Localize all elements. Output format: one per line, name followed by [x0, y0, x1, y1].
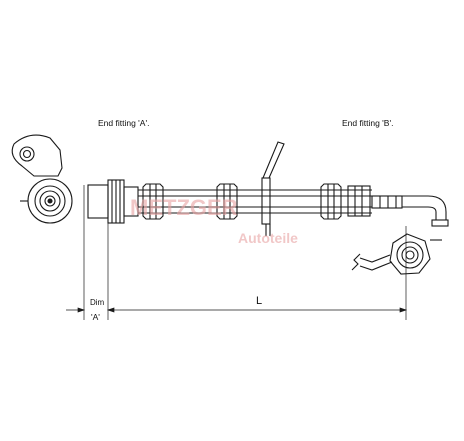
banjo-eye-fitting — [11, 134, 63, 177]
dim-label: Dim — [90, 298, 105, 307]
end-fitting-a-label: End fitting 'A'. — [98, 118, 149, 128]
dimension-lines — [66, 185, 408, 320]
fitting-b-pipe — [371, 195, 449, 227]
watermark-sub: Autoteile — [238, 230, 298, 246]
fitting-a-nut — [87, 179, 139, 224]
mounting-bracket — [261, 141, 285, 236]
end-fitting-b-label: End fitting 'B'. — [342, 118, 393, 128]
hose-body — [138, 189, 372, 214]
crimp-collars — [142, 183, 371, 220]
dim-a-label: 'A' — [91, 312, 100, 322]
banjo-bolt-end-view — [20, 178, 73, 224]
fitting-b-hex-nut — [351, 233, 442, 275]
length-label: L — [256, 295, 262, 307]
metzger-watermark: METZGER Autoteile — [130, 195, 298, 246]
watermark-brand: METZGER — [130, 195, 238, 220]
